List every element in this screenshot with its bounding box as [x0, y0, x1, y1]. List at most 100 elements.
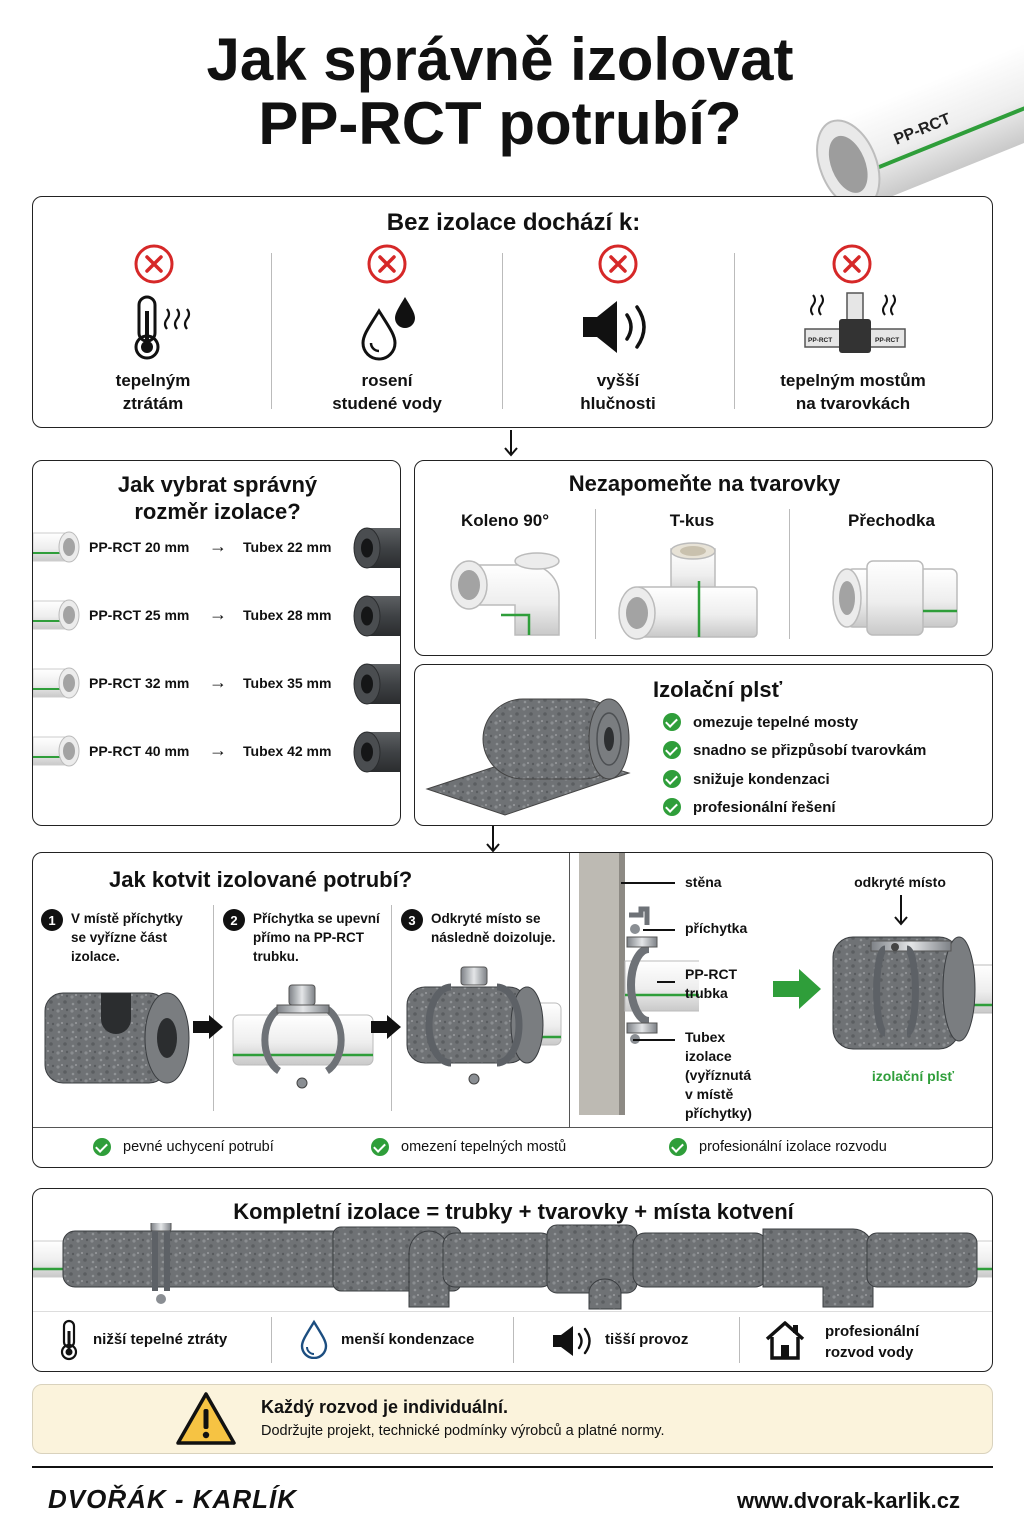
felt-title: Izolační plsť	[653, 677, 783, 702]
thermometer-icon	[60, 1319, 78, 1361]
house-icon	[765, 1321, 805, 1360]
warning-icon	[176, 1392, 236, 1445]
fittings-panel: Nezapomeňte na tvarovky Koleno 90° T-kus…	[414, 460, 993, 656]
pipe-end-image	[33, 667, 80, 699]
check-icon	[93, 1138, 111, 1156]
arrow-right-icon: →	[209, 740, 227, 760]
tubex-size-label: Tubex 42 mm	[243, 743, 332, 759]
anchoring-benefit: omezení tepelných mostů	[371, 1138, 566, 1156]
pipe-size-label: PP-RCT 20 mm	[89, 539, 190, 555]
page-title: Jak správně izolovat PP-RCT potrubí?	[130, 28, 870, 156]
page-title-line1: Jak správně izolovat	[206, 26, 794, 93]
arrow-down-icon	[504, 430, 518, 457]
felt-wrapped-clamp-image	[832, 936, 992, 1050]
tee-fitting-image	[618, 542, 758, 640]
arrow-down-icon	[486, 826, 500, 853]
tubex-insulation-image	[353, 731, 400, 773]
reinsulated-pipe-image	[406, 966, 562, 1085]
sizing-row: PP-RCT 20 mm→Tubex 22 mm	[33, 525, 400, 573]
notice-title: Každý rozvod je individuální.	[261, 1397, 509, 1417]
speaker-icon	[583, 301, 646, 353]
wall-mount-diagram	[579, 853, 699, 1115]
felt-benefit: profesionální řešení	[663, 798, 836, 816]
error-x-icon	[832, 244, 872, 284]
anchoring-benefit: pevné uchycení potrubí	[93, 1138, 274, 1156]
clamp-on-pipe-image	[232, 984, 374, 1089]
fitting-label-elbow: Koleno 90°	[460, 511, 550, 530]
sizing-row: PP-RCT 32 mm→Tubex 35 mm	[33, 661, 400, 709]
pipe-size-label: PP-RCT 32 mm	[89, 675, 190, 691]
fitting-label-tee: T-kus	[669, 511, 715, 530]
arrow-right-icon: →	[209, 536, 227, 556]
without-insulation-title: Bez izolace dochází k:	[386, 209, 641, 236]
label-exposed-spot: odkryté místo	[854, 874, 946, 890]
pipe-end-image	[33, 531, 80, 563]
sizing-row: PP-RCT 40 mm → Tubex 42 mm	[33, 729, 400, 777]
thermometer-icon	[134, 295, 191, 360]
felt-panel: Izolační plsť omezuje tepelné mosty snad…	[414, 664, 993, 826]
check-icon	[663, 798, 681, 816]
step-number: 1	[41, 909, 63, 931]
pipe-end-image	[33, 599, 80, 631]
drop-icon	[300, 1319, 328, 1359]
coupling-fitting-image	[832, 560, 958, 636]
speaker-icon	[553, 1326, 591, 1356]
felt-roll-image	[425, 698, 631, 816]
felt-benefit: omezuje tepelné mosty	[663, 713, 858, 731]
complete-benefit-2: menší kondenzace	[341, 1331, 475, 1348]
complete-insulation-title: Kompletní izolace = trubky + tvarovky + …	[233, 1199, 794, 1224]
page-title-line2: PP-RCT potrubí?	[258, 90, 742, 157]
svg-text:PP-RCT: PP-RCT	[808, 337, 832, 344]
anchoring-benefit: profesionální izolace rozvodu	[669, 1138, 887, 1156]
elbow-fitting-image	[450, 552, 560, 636]
error-x-icon	[134, 244, 174, 284]
label-felt: izolační plsť	[871, 1068, 955, 1084]
arrow-right-icon: →	[209, 604, 227, 624]
tubex-insulation-image	[353, 527, 400, 569]
felt-benefit: snadno se přizpůsobí tvarovkám	[663, 741, 926, 759]
arrow-right-icon	[371, 1015, 401, 1039]
fitting-label-coupling: Přechodka	[848, 511, 935, 530]
label-wall: stěna	[685, 874, 722, 890]
arrow-right-icon	[193, 1015, 223, 1039]
water-drops-icon	[361, 297, 415, 361]
error-x-icon	[367, 244, 407, 284]
arrow-down-icon	[894, 895, 908, 926]
check-icon	[669, 1138, 687, 1156]
sizing-title: Jak vybrat správný rozměr izolace?	[117, 472, 318, 524]
website-link[interactable]: www.dvorak-karlik.cz	[737, 1488, 960, 1513]
pipe-size-label: PP-RCT 40 mm	[89, 743, 190, 759]
brand-logo: DVOŘÁK - KARLÍK	[48, 1484, 297, 1514]
svg-text:PP-RCT: PP-RCT	[875, 337, 899, 344]
green-arrow-right-icon	[773, 969, 821, 1009]
sizing-panel: Jak vybrat správný rozměr izolace? PP-RC…	[32, 460, 401, 826]
notice-text: Dodržujte projekt, technické podmínky vý…	[261, 1423, 665, 1439]
tee-fitting-heat-icon: PP-RCT PP-RCT	[804, 292, 906, 353]
label-tubex: Tubex izolace (vyříznutá v místě příchyt…	[685, 1029, 752, 1121]
notice-banner: Každý rozvod je individuální. Dodržujte …	[32, 1384, 993, 1454]
tubex-insulation-image	[353, 663, 400, 705]
step-number: 3	[401, 909, 423, 931]
sizing-row: PP-RCT 25 mm → Tubex 28 mm	[33, 593, 400, 641]
tubex-size-label: Tubex 28 mm	[243, 607, 332, 623]
check-icon	[663, 741, 681, 759]
pipe-size-label: PP-RCT 25 mm	[89, 607, 190, 623]
complete-benefit-1: nižší tepelné ztráty	[93, 1331, 228, 1348]
felt-benefit: snižuje kondenzaci	[663, 770, 830, 788]
cut-insulation-image	[44, 992, 190, 1084]
check-icon	[663, 713, 681, 731]
complete-insulation-panel: Kompletní izolace = trubky + tvarovky + …	[32, 1188, 993, 1372]
arrow-right-icon: →	[209, 672, 227, 692]
pipe-end-image	[33, 735, 80, 767]
fittings-title: Nezapomeňte na tvarovky	[568, 471, 841, 496]
anchoring-panel: Jak kotvit izolované potrubí? 1 V místě …	[32, 852, 993, 1168]
